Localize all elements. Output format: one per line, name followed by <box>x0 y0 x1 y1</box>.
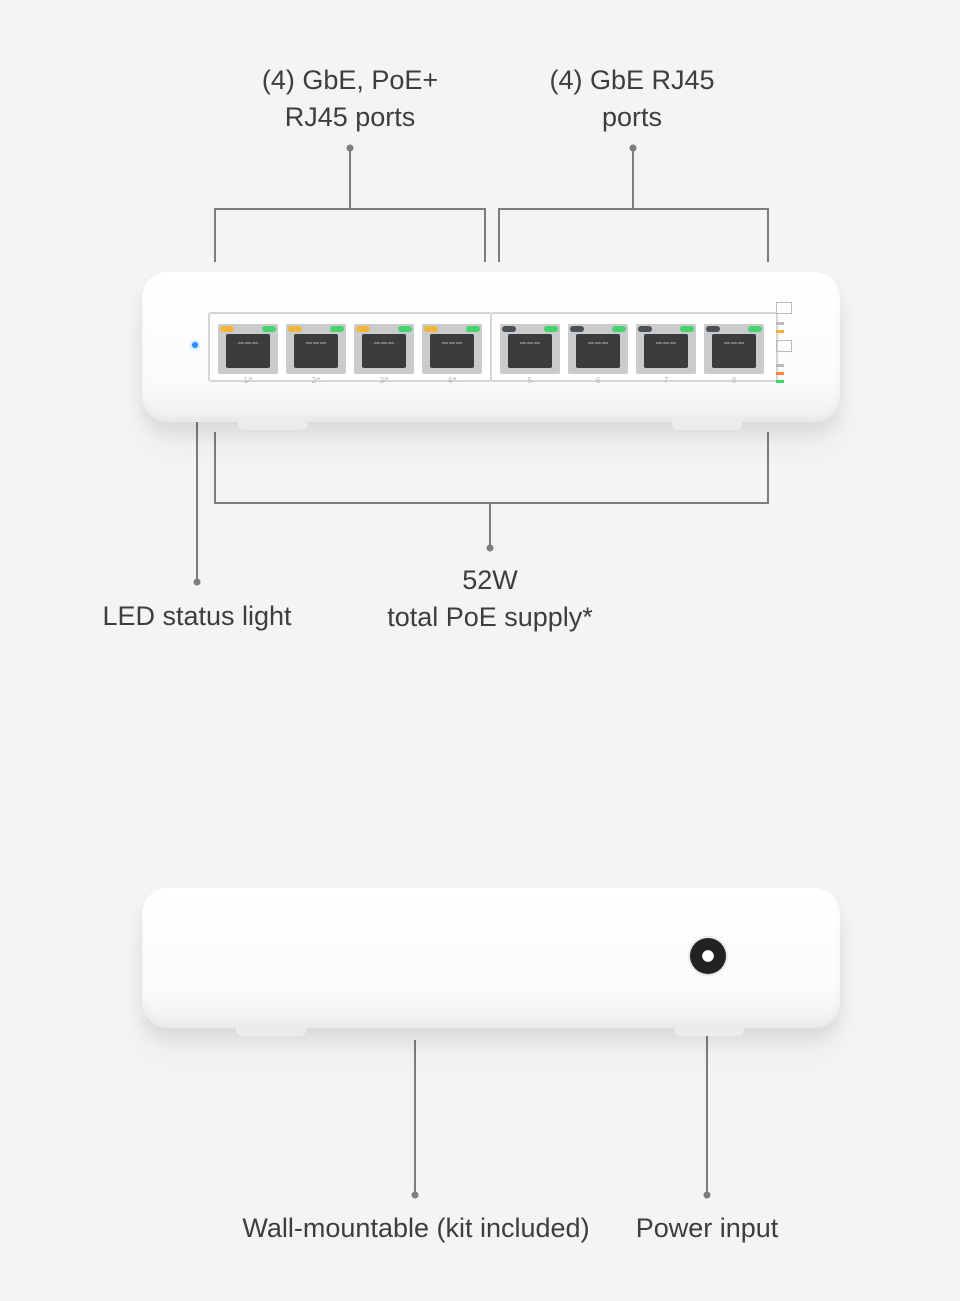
rj45-jack-icon <box>644 334 688 368</box>
status-led <box>192 342 198 348</box>
legend-port-icon <box>776 302 792 314</box>
poe-led <box>356 326 370 332</box>
callout-poe-supply-line1: 52W <box>462 565 518 595</box>
rj45-jack-icon <box>362 334 406 368</box>
callout-poe-ports-line2: RJ45 ports <box>284 102 416 132</box>
rj45-port-2 <box>286 324 346 374</box>
rear-foot-left <box>236 1026 306 1036</box>
callout-poe-ports: (4) GbE, PoE+ RJ45 ports <box>220 62 480 136</box>
rj45-port-3 <box>354 324 414 374</box>
link-led <box>748 326 762 332</box>
wall-mount-dot <box>411 1191 419 1199</box>
legend-swatch-3 <box>776 364 784 367</box>
port-number-label: 4⁄* <box>447 376 457 385</box>
gbe-ports-dot <box>629 144 637 152</box>
rj45-port-7 <box>636 324 696 374</box>
callout-wall-mount: Wall-mountable (kit included) <box>222 1210 610 1247</box>
rj45-jack-icon <box>576 334 620 368</box>
switch-front-view: 1⁄* 2⁄* 3⁄* 4⁄* 5 6 7 8 <box>142 272 840 422</box>
front-foot-left <box>238 420 308 430</box>
port-number-label: 2⁄* <box>311 376 321 385</box>
port-led <box>502 326 516 332</box>
rj45-jack-icon <box>226 334 270 368</box>
port-number-label: 6 <box>595 376 601 385</box>
callout-wall-mount-text: Wall-mountable (kit included) <box>242 1213 590 1243</box>
legend-swatch-4 <box>776 372 784 375</box>
legend-swatch-5 <box>776 380 784 383</box>
link-led <box>398 326 412 332</box>
front-foot-right <box>672 420 742 430</box>
poe-ports-dot <box>346 144 354 152</box>
rj45-jack-icon <box>508 334 552 368</box>
poe-ports-bracket <box>214 208 486 262</box>
callout-gbe-ports: (4) GbE RJ45 ports <box>502 62 762 136</box>
legend-swatch-1 <box>776 322 784 325</box>
callout-gbe-ports-line1: (4) GbE RJ45 <box>549 65 715 95</box>
switch-rear-view <box>142 888 840 1028</box>
rj45-port-1 <box>218 324 278 374</box>
rj45-port-6 <box>568 324 628 374</box>
legend-swatch-2 <box>776 330 784 333</box>
poe-port-panel <box>208 312 492 382</box>
poe-led <box>424 326 438 332</box>
callout-poe-supply-line2: total PoE supply* <box>387 602 593 632</box>
link-led <box>262 326 276 332</box>
port-led <box>706 326 720 332</box>
rj45-port-5 <box>500 324 560 374</box>
led-status-dot <box>193 578 201 586</box>
link-led <box>466 326 480 332</box>
rj45-jack-icon <box>294 334 338 368</box>
rj45-jack-icon <box>430 334 474 368</box>
gbe-port-panel <box>490 312 778 382</box>
gbe-ports-bracket <box>498 208 769 262</box>
poe-led <box>288 326 302 332</box>
link-led <box>330 326 344 332</box>
port-number-label: 5 <box>527 376 533 385</box>
port-led <box>638 326 652 332</box>
link-led <box>680 326 694 332</box>
port-number-label: 7 <box>663 376 669 385</box>
poe-supply-dot <box>486 544 494 552</box>
link-led <box>612 326 626 332</box>
callout-poe-supply: 52W total PoE supply* <box>340 562 640 636</box>
led-legend <box>776 302 812 392</box>
legend-port-icon-2 <box>776 340 792 352</box>
poe-led <box>220 326 234 332</box>
callout-led-status: LED status light <box>66 598 328 635</box>
link-led <box>544 326 558 332</box>
port-led <box>570 326 584 332</box>
port-number-label: 3⁄* <box>379 376 389 385</box>
port-number-label: 1⁄* <box>243 376 253 385</box>
port-number-label: 8 <box>731 376 737 385</box>
rj45-jack-icon <box>712 334 756 368</box>
callout-poe-ports-line1: (4) GbE, PoE+ <box>261 65 439 95</box>
power-jack-icon <box>690 938 726 974</box>
rj45-port-8 <box>704 324 764 374</box>
callout-gbe-ports-line2: ports <box>601 102 663 132</box>
poe-supply-bracket <box>214 432 769 504</box>
callout-power-input: Power input <box>612 1210 802 1247</box>
rear-foot-right <box>674 1026 744 1036</box>
power-input-dot <box>703 1191 711 1199</box>
callout-led-status-text: LED status light <box>102 601 292 631</box>
rj45-port-4 <box>422 324 482 374</box>
callout-power-input-text: Power input <box>635 1213 779 1243</box>
